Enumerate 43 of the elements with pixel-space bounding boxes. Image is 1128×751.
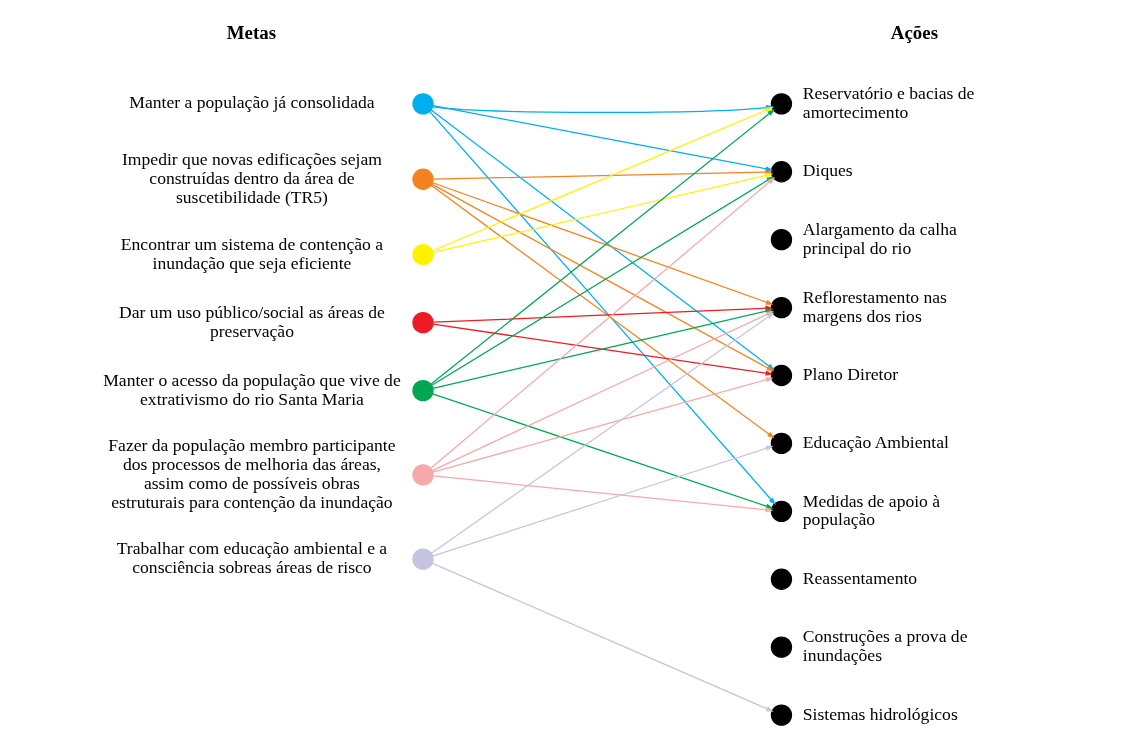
arrow [432,169,773,180]
node-label: Medidas de apoio à população [802,490,940,530]
node-label: Diques [802,160,853,181]
node-circle [411,244,434,266]
node-label: Fazer da população membro participante dos processos de melhoria das áreas, assim como de possíveis obras estruturais para contenção da inundação [107,435,396,512]
node-circle [770,161,792,183]
node-label: Educação Ambiental [802,432,949,453]
node-label: Manter a população já consolidada [128,92,375,113]
node-circle [411,464,434,486]
arrow [431,562,774,712]
node-circle [411,312,434,334]
node-label: Reservatório e bacias de amortecimento [802,83,974,122]
arrow [431,393,773,509]
node-label: Encontrar um sistema de contenção a inundação que seja eficiente [120,233,383,273]
node-circle [411,379,434,402]
node-circle [411,168,434,190]
node-label: Plano Diretor [802,364,898,385]
node-label: Trabalhar com educação ambiental e a consciência sobreas áreas de risco [116,538,387,578]
node-label: Dar um uso público/social as áreas de preservação [118,301,385,341]
node-label: Manter o acesso da população que vive de extrativismo do rio Santa Maria [102,369,401,409]
node-label: Construções a prova de inundações [802,626,967,666]
label: Metas [226,22,276,44]
node-circle [770,432,792,455]
node-label: Alargamento da calha principal do rio [802,218,957,258]
node-label: Reflorestamento nas margens dos rios [802,286,947,326]
node-label: Impedir que novas edificações sejam construídas dentro da área de suscetibilidade (TR5) [121,149,382,207]
node-circle [411,548,434,570]
node-circle [770,500,792,523]
arrow [432,475,773,513]
node-circle [770,228,792,251]
node-circle [770,296,792,319]
label: Ações [890,22,938,44]
node-circle [770,636,792,658]
node-circle [770,93,792,115]
node-circle [411,93,434,115]
node-circle [770,364,792,387]
arrow [431,182,773,305]
node-label: Reassentamento [802,567,917,588]
arrow [431,445,773,557]
node-circle [770,704,792,726]
arrow [431,377,774,473]
node-label: Sistemas hidrológicos [802,703,958,724]
node-circle [770,568,792,590]
